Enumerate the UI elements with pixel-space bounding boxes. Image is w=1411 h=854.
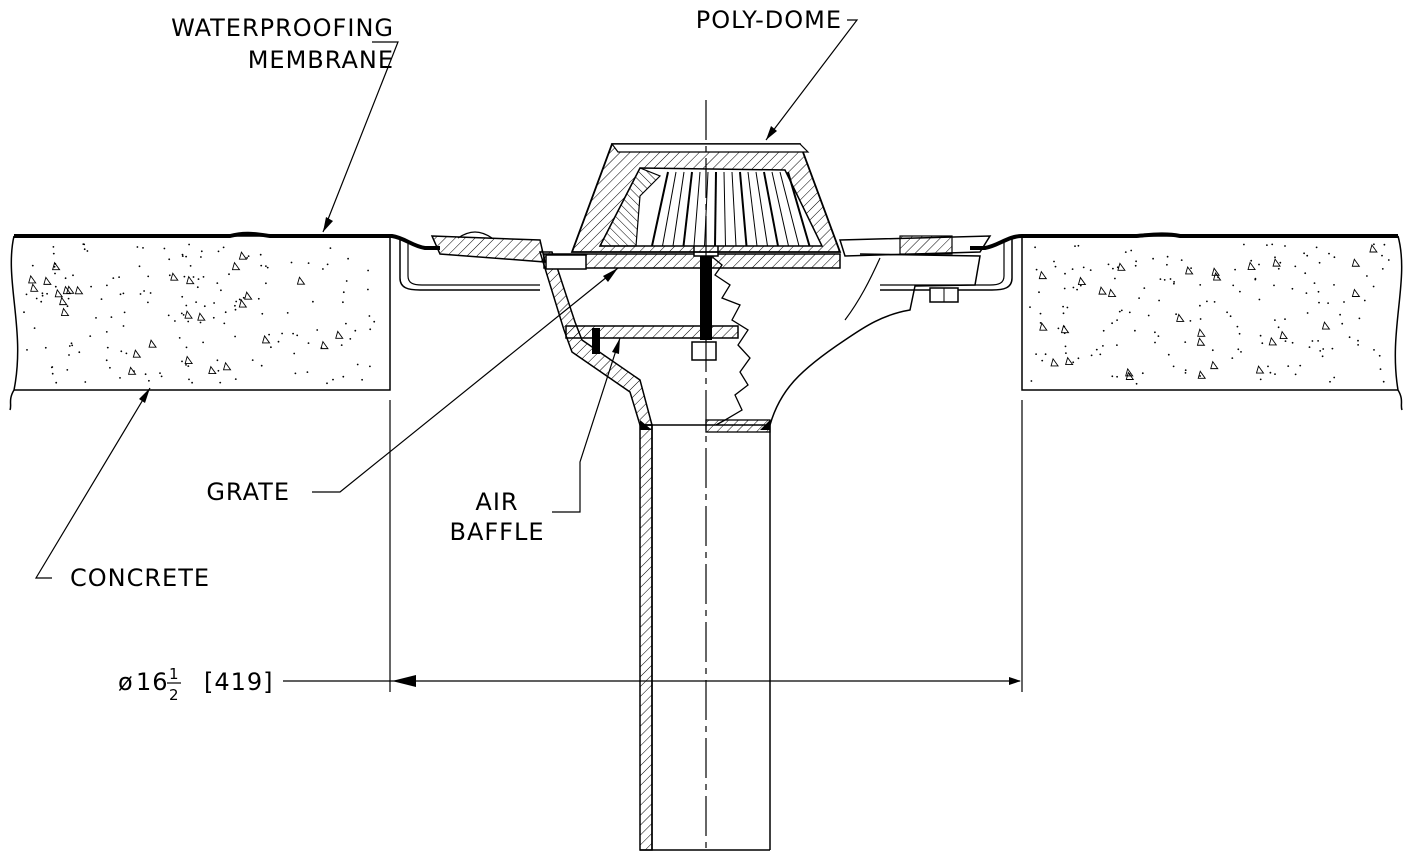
concrete-slab-left: [9, 235, 391, 411]
label-waterproofing-line1: WATERPROOFING: [171, 14, 394, 42]
outlet-pipe: [639, 419, 771, 851]
grate: [543, 253, 841, 270]
dimension-diameter-symbol: ø: [118, 668, 134, 696]
dimension-whole: 16: [136, 668, 169, 696]
concrete-slab-right: [1021, 235, 1403, 411]
label-concrete: CONCRETE: [70, 564, 210, 592]
label-grate: GRATE: [206, 478, 290, 506]
label-poly-dome: POLY-DOME: [696, 6, 842, 34]
label-waterproofing-line2: MEMBRANE: [248, 46, 394, 74]
dimension-text: ø 16 1 2 [419]: [118, 665, 274, 704]
dimension-frac-num: 1: [169, 665, 180, 683]
label-baffle: BAFFLE: [449, 518, 544, 546]
air-baffle: [565, 325, 739, 361]
dimension-metric: [419]: [204, 668, 274, 696]
leaders: [34, 19, 859, 579]
waterproofing-membrane: [14, 231, 1398, 250]
poly-dome: [570, 143, 842, 253]
dimension-lines: [283, 400, 1023, 692]
drain-body: [399, 231, 1013, 426]
dimension-frac-den: 2: [169, 686, 180, 704]
label-air: AIR: [475, 488, 518, 516]
